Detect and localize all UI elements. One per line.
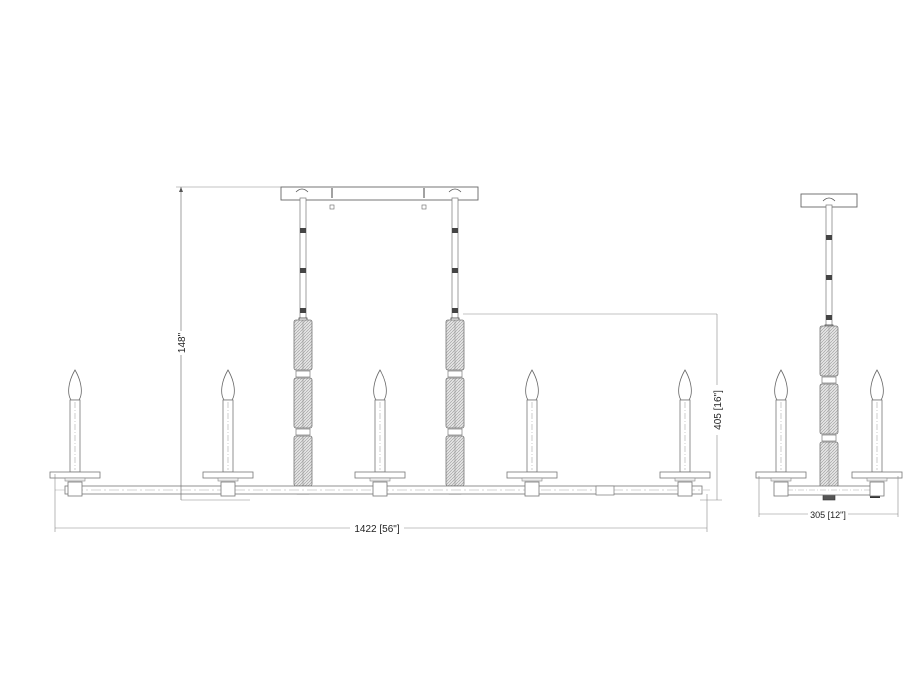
side-candle-2 [851,369,903,497]
pendant-column-left [293,319,313,495]
side-view: 305 [12"] [755,193,903,520]
candle-5 [659,369,711,497]
candle-3 [354,369,406,497]
dim-overall-height: 148" [173,186,281,501]
candle-1 [49,369,101,497]
dim-depth: 305 [12"] [758,476,899,520]
candle-4 [506,369,558,497]
svg-text:305 [12"]: 305 [12"] [810,510,846,520]
dim-width: 1422 [56"] [54,474,708,535]
svg-text:148": 148" [177,332,188,353]
side-candle-1 [755,369,807,497]
candle-2 [202,369,254,497]
canopy [280,186,479,201]
pendant-column-right [445,319,465,495]
dim-body-height: 405 [16"] [463,313,725,501]
front-view: 148" 1422 [56"] 405 [16"] [49,186,725,535]
svg-text:405 [16"]: 405 [16"] [713,390,724,430]
svg-text:1422 [56"]: 1422 [56"] [354,524,399,535]
